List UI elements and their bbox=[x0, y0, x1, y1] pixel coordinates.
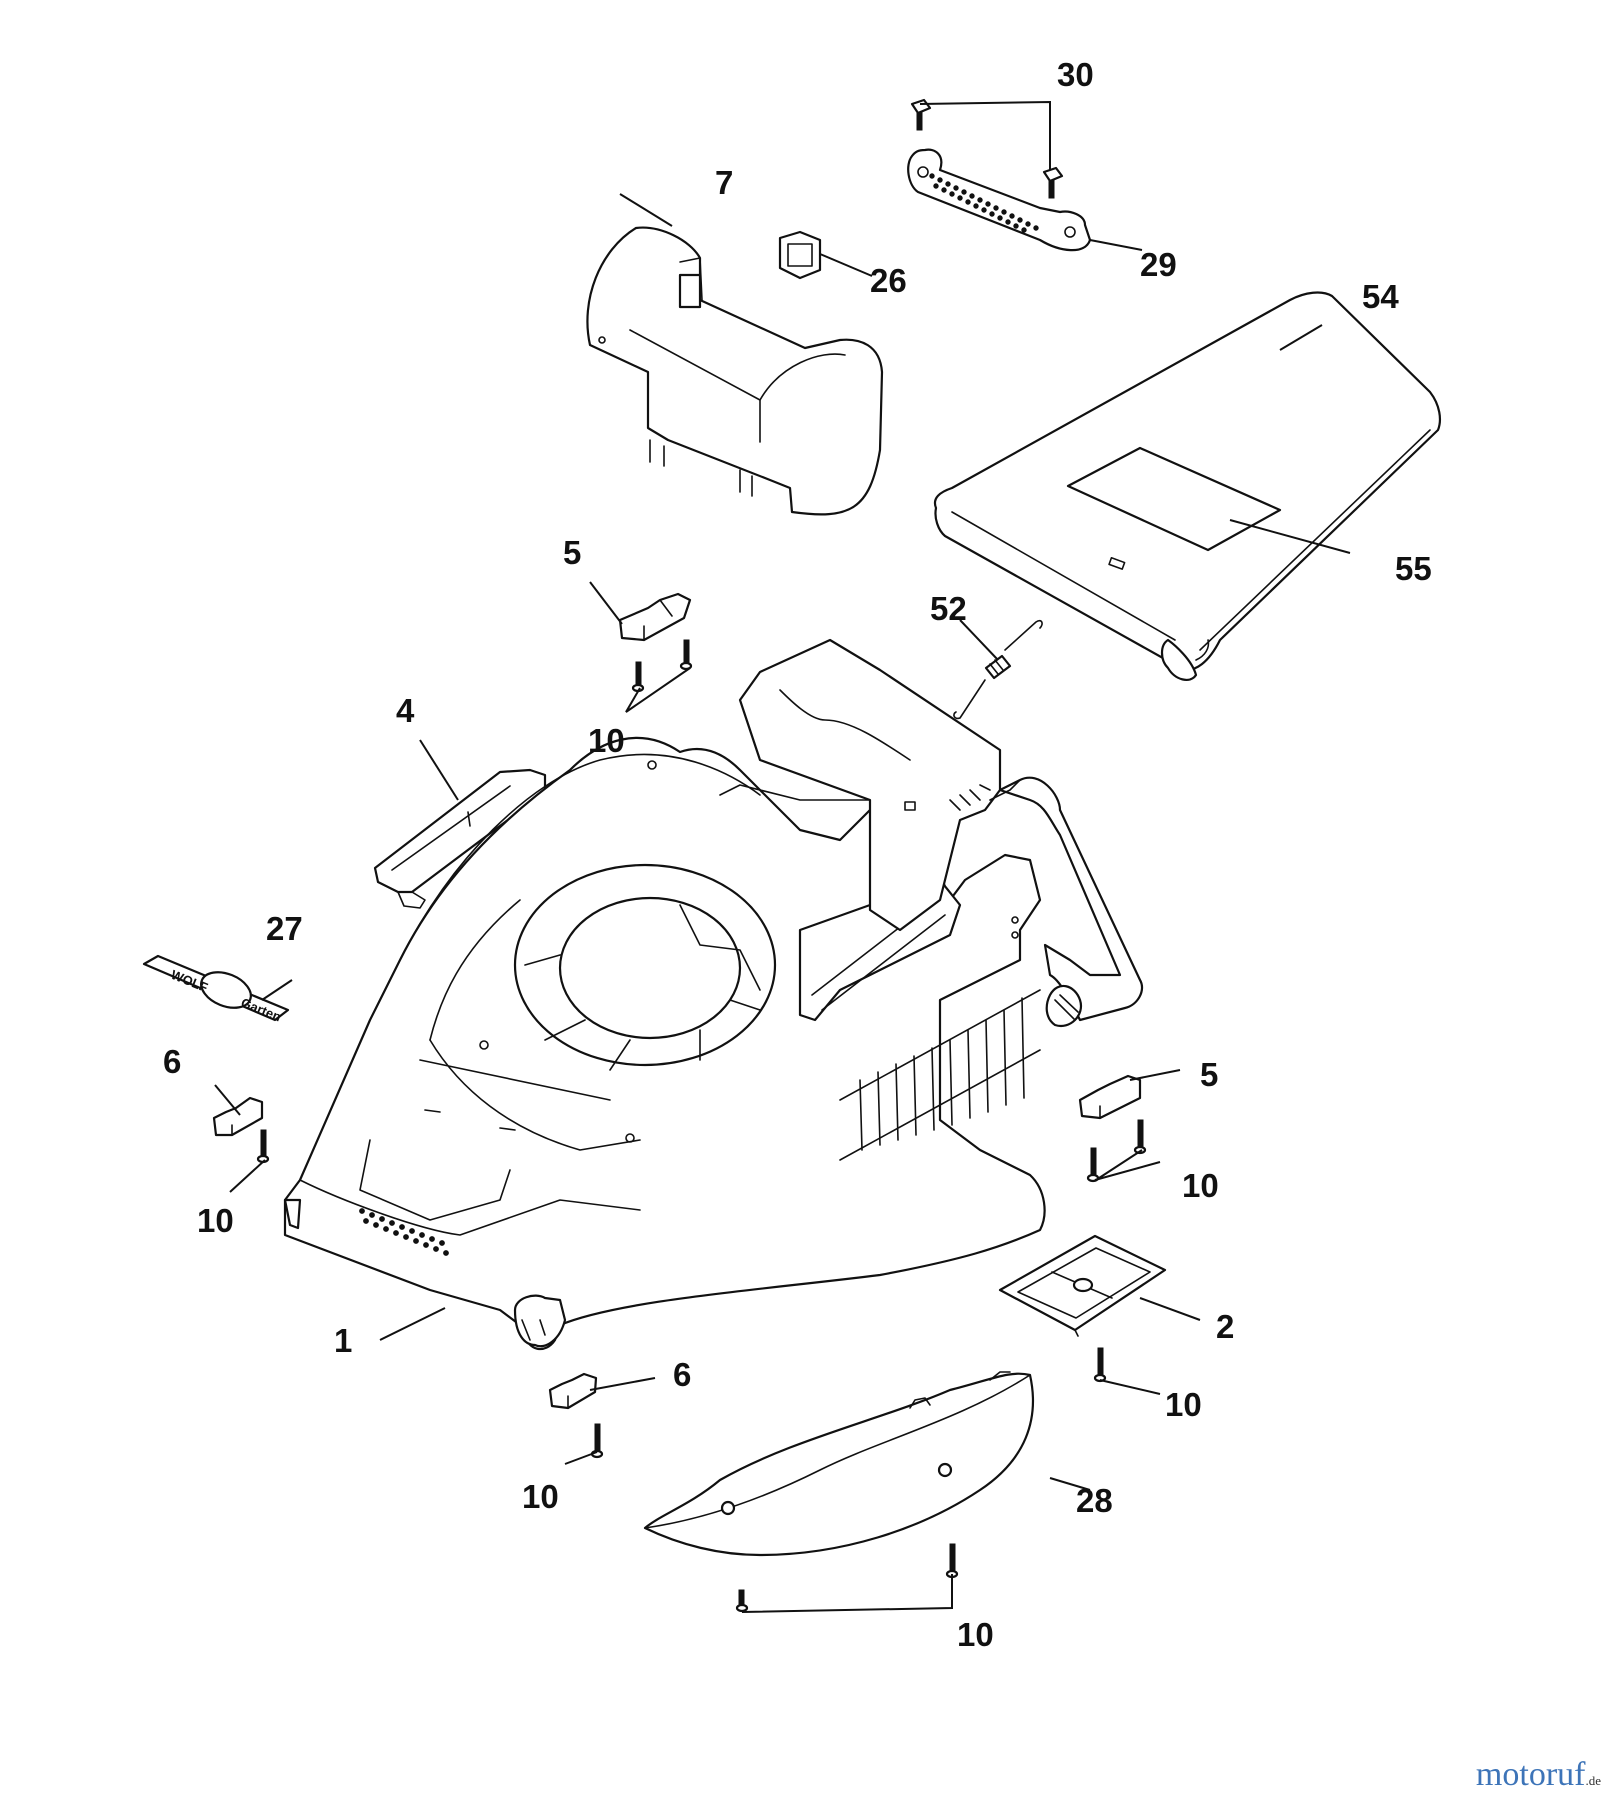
callout-labels: 30 7 26 29 54 55 5 52 4 10 27 6 5 10 10 … bbox=[163, 56, 1432, 1653]
part-1-housing bbox=[283, 638, 1144, 1351]
screw bbox=[1093, 1347, 1107, 1383]
callout-30: 30 bbox=[1057, 56, 1094, 93]
part-6-clip-left bbox=[212, 1096, 264, 1137]
part-28-skirt bbox=[643, 1371, 1034, 1557]
screw bbox=[1133, 1119, 1147, 1155]
watermark-name: motoruf bbox=[1475, 1756, 1586, 1793]
part-5-clip-right bbox=[1078, 1074, 1142, 1120]
callout-6-left: 6 bbox=[163, 1043, 181, 1080]
grip-dots bbox=[929, 173, 1039, 233]
front-grille-dots bbox=[359, 1208, 449, 1256]
callout-27: 27 bbox=[266, 910, 303, 947]
callout-54: 54 bbox=[1362, 278, 1399, 315]
callout-6-lower: 6 bbox=[673, 1356, 691, 1393]
callout-55: 55 bbox=[1395, 550, 1432, 587]
screw bbox=[945, 1543, 959, 1579]
callout-10-right: 10 bbox=[1182, 1167, 1219, 1204]
part-7-rear-cover bbox=[586, 226, 884, 516]
part-52-spring bbox=[953, 619, 1043, 720]
callout-10-upper: 10 bbox=[588, 722, 625, 759]
callout-52: 52 bbox=[930, 590, 967, 627]
leader-lines bbox=[214, 100, 1351, 1613]
watermark-tld: .de bbox=[1585, 1773, 1601, 1788]
callout-5-right: 5 bbox=[1200, 1056, 1218, 1093]
part-26-clip bbox=[778, 230, 822, 280]
callout-10-left: 10 bbox=[197, 1202, 234, 1239]
callout-2: 2 bbox=[1216, 1308, 1234, 1345]
callout-10-lower-right: 10 bbox=[1165, 1386, 1202, 1423]
part-55-label bbox=[1066, 446, 1282, 552]
screw bbox=[256, 1129, 270, 1164]
part-6-clip-lower bbox=[548, 1372, 598, 1410]
part-29-handle-grip bbox=[907, 148, 1092, 252]
callout-28: 28 bbox=[1076, 1482, 1113, 1519]
callout-26: 26 bbox=[870, 262, 907, 299]
callout-29: 29 bbox=[1140, 246, 1177, 283]
callout-10-lower-left: 10 bbox=[522, 1478, 559, 1515]
callout-4: 4 bbox=[396, 692, 415, 729]
screw bbox=[679, 639, 693, 671]
part-27-logo-plate: WOLF Garten bbox=[142, 954, 290, 1025]
watermark-logo: motoruf.de bbox=[1476, 1756, 1601, 1794]
callout-1: 1 bbox=[334, 1322, 352, 1359]
screw bbox=[1086, 1147, 1100, 1183]
part-2-grille bbox=[998, 1234, 1167, 1337]
part-5-clip-upper bbox=[618, 592, 692, 642]
callout-10-bottom: 10 bbox=[957, 1616, 994, 1653]
callout-5-upper: 5 bbox=[563, 534, 581, 571]
housing-side-ribs bbox=[859, 997, 1025, 1151]
callout-7: 7 bbox=[715, 164, 733, 201]
screw bbox=[631, 661, 645, 693]
screw bbox=[735, 1589, 749, 1613]
